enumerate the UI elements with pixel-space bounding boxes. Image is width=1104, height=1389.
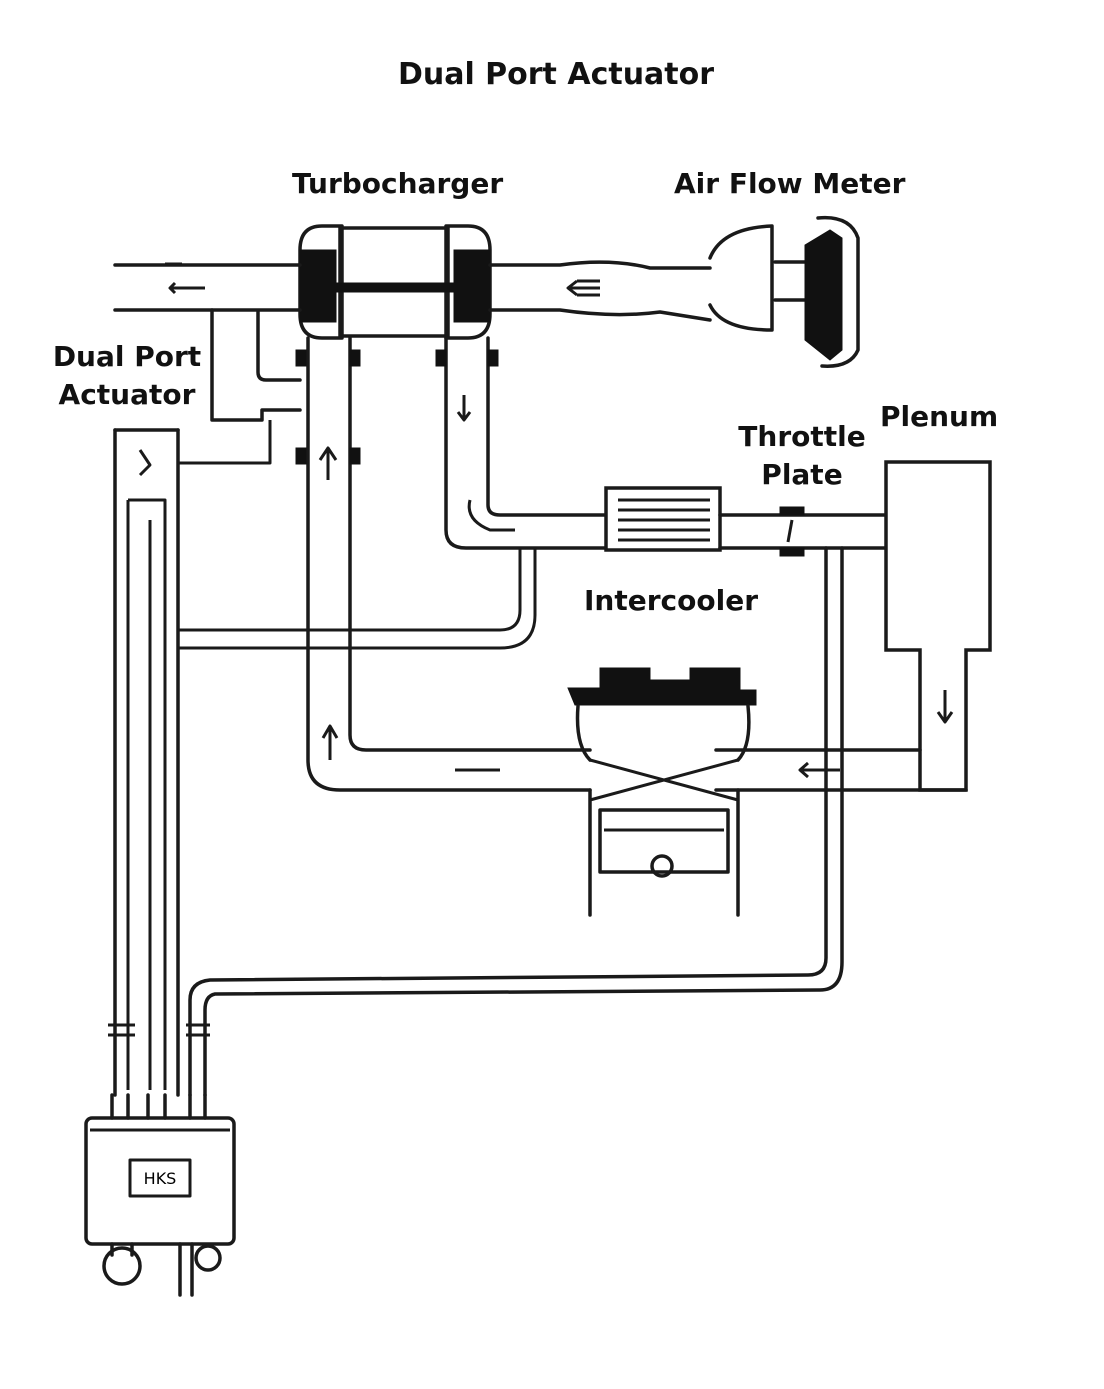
plenum-label: Plenum (880, 400, 999, 433)
throttle-plate-label: Throttle Plate (736, 418, 868, 494)
boost-controller: HKS (84, 1093, 236, 1297)
air-flow-meter-label: Air Flow Meter (674, 167, 906, 200)
controller-logo: HKS (144, 1169, 177, 1188)
actuator-label: Dual Port Actuator (52, 338, 202, 414)
air-flow-meter (708, 215, 860, 368)
plenum (884, 460, 992, 792)
engine-cylinder (567, 667, 757, 917)
pressure-line (186, 546, 844, 1097)
throttle-plate-label-line1: Throttle (738, 420, 866, 453)
actuator-hoses (108, 420, 537, 1097)
charge-pipe (718, 513, 888, 550)
turbine-inlet-pipe (295, 336, 592, 792)
intercooler (604, 486, 722, 552)
turbocharger (298, 224, 492, 340)
intake-pipe (488, 260, 712, 322)
wastegate-pipe (210, 308, 302, 422)
actuator-label-line1: Dual Port (52, 340, 202, 373)
throttle-plate-label-line2: Plate (761, 458, 843, 491)
compressor-outlet-pipe (435, 336, 608, 550)
throttle-plate (779, 506, 805, 557)
actuator-label-line2: Actuator (58, 378, 196, 411)
exhaust-outlet-pipe (113, 262, 302, 312)
turbocharger-label: Turbocharger (292, 167, 504, 200)
intercooler-label: Intercooler (584, 584, 759, 617)
page-title: Dual Port Actuator (397, 57, 715, 92)
